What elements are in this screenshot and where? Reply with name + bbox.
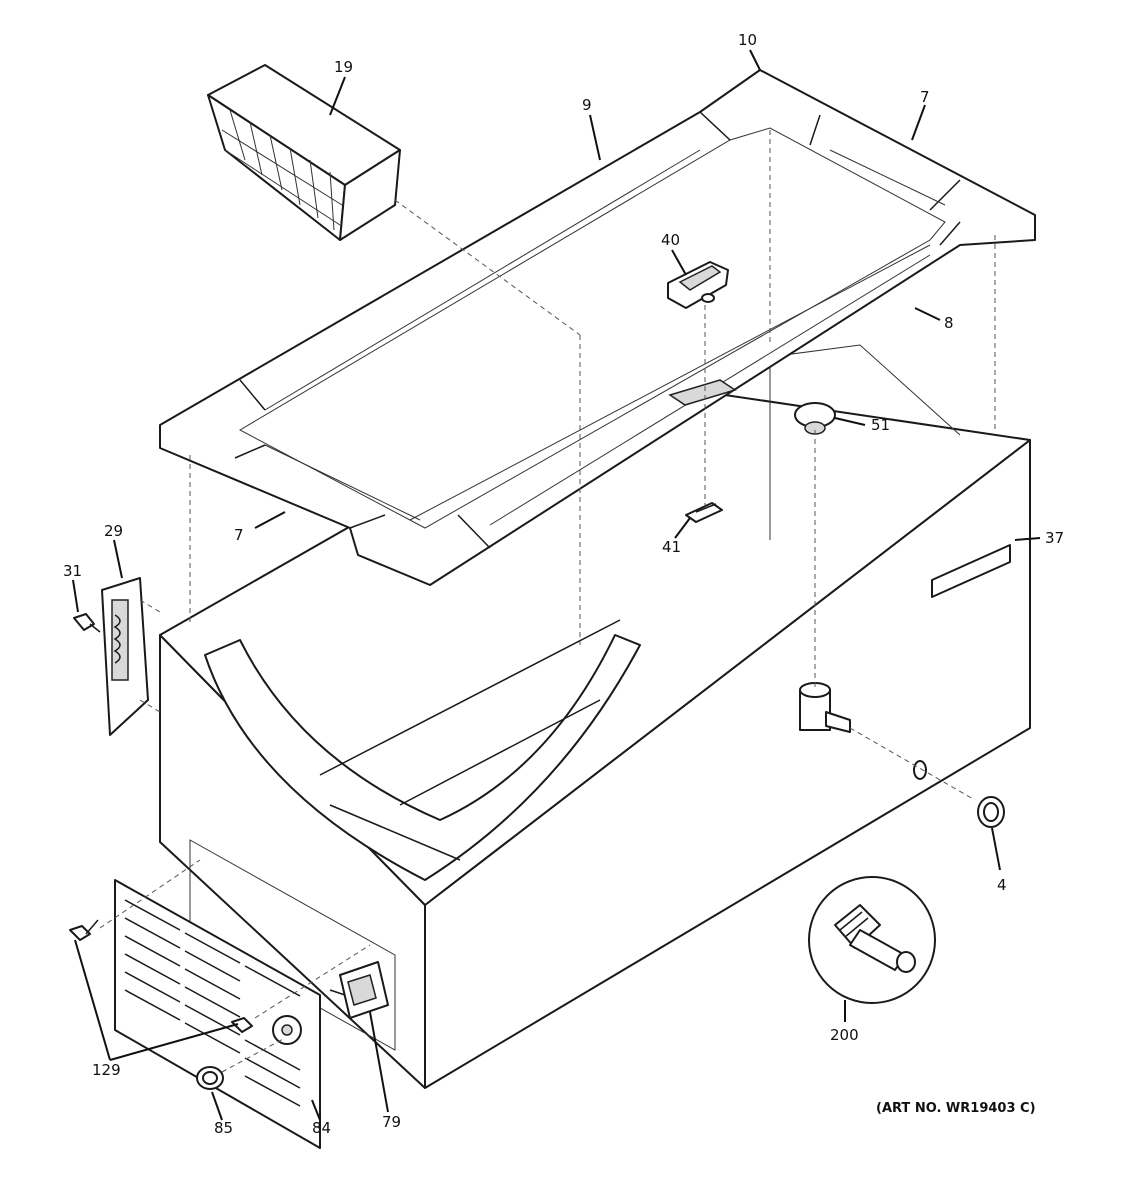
leader-lines <box>72 49 1041 1121</box>
callout-40: 40 <box>661 231 680 249</box>
interior-light <box>667 261 729 309</box>
art-number: (ART NO. WR19403 C) <box>876 1101 1036 1116</box>
storage-basket <box>207 64 401 241</box>
drain-fitting-detail <box>808 876 936 1004</box>
grille-screws <box>69 919 253 1033</box>
light-switch <box>685 502 723 523</box>
callout-labels: 10 19 9 7 40 8 51 29 31 7 41 37 4 200 12… <box>63 31 1064 1137</box>
hinge-screw <box>73 613 101 633</box>
callout-29: 29 <box>104 522 123 540</box>
assembly-lines <box>99 130 996 1073</box>
thermostat-knob <box>196 1066 224 1090</box>
callout-51: 51 <box>871 416 890 434</box>
lid-breaker-frame <box>159 69 1036 586</box>
callout-7-top: 7 <box>920 88 930 106</box>
callout-10: 10 <box>738 31 757 49</box>
callout-37: 37 <box>1045 529 1064 547</box>
callout-79: 79 <box>382 1113 401 1131</box>
callout-41: 41 <box>662 538 681 556</box>
compressor-access-area <box>189 839 396 1051</box>
callout-31: 31 <box>63 562 82 580</box>
thermostat <box>329 961 389 1019</box>
callout-4: 4 <box>997 876 1007 894</box>
callout-129: 129 <box>92 1061 121 1079</box>
callout-9: 9 <box>582 96 592 114</box>
callout-84: 84 <box>312 1119 331 1137</box>
callout-85: 85 <box>214 1119 233 1137</box>
drain-cap <box>977 796 1005 828</box>
drain-plug <box>794 402 836 435</box>
callout-8: 8 <box>944 314 954 332</box>
label-plate <box>931 544 1011 598</box>
callout-7-bottom: 7 <box>234 526 244 544</box>
center-slot <box>668 379 737 406</box>
callout-200: 200 <box>830 1026 859 1044</box>
lid-hinge <box>101 577 149 736</box>
front-grille <box>114 879 321 1149</box>
callout-19: 19 <box>334 58 353 76</box>
